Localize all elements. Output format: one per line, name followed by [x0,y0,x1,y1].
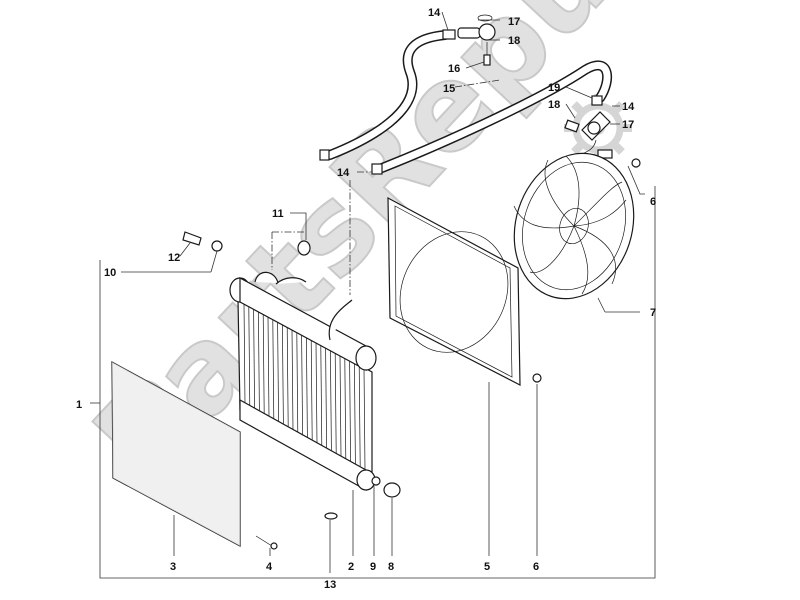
label-part-2: 2 [348,561,354,573]
thermo-switch [564,111,613,159]
label-part-13: 13 [324,579,336,591]
label-part-17b: 17 [622,119,634,131]
label-part-12: 12 [168,252,180,264]
label-part-7: 7 [650,307,656,319]
fitting-top [457,14,496,66]
label-part-3: 3 [170,561,176,573]
assembly-bracket [90,186,656,579]
cooling-fan [513,152,640,313]
label-part-14a: 14 [428,7,441,19]
label-part-15: 15 [443,83,455,95]
label-part-14b: 14 [337,167,350,179]
hose-clamp [319,29,603,175]
radiator [229,271,377,556]
label-part-8: 8 [388,561,394,573]
label-part-1: 1 [76,399,82,411]
leader-lines [121,11,645,573]
label-part-6a: 6 [650,196,656,208]
small-fasteners [182,158,641,550]
upper-hose [325,30,612,295]
label-part-10: 10 [104,267,116,279]
radiator-screen [111,360,241,556]
label-part-6b: 6 [533,561,539,573]
part-labels: 1 2 3 4 5 6 6 7 8 9 10 11 12 13 14 14 14… [76,7,656,591]
fan-shroud [387,196,521,556]
label-part-14c: 14 [622,101,635,113]
label-part-11: 11 [272,208,284,220]
label-part-17a: 17 [508,16,520,28]
label-part-18a: 18 [508,35,520,47]
label-part-16: 16 [448,63,460,75]
label-part-18b: 18 [548,99,560,111]
label-part-5: 5 [484,561,490,573]
label-part-19: 19 [548,82,560,94]
label-part-4: 4 [266,561,273,573]
label-part-9: 9 [370,561,376,573]
